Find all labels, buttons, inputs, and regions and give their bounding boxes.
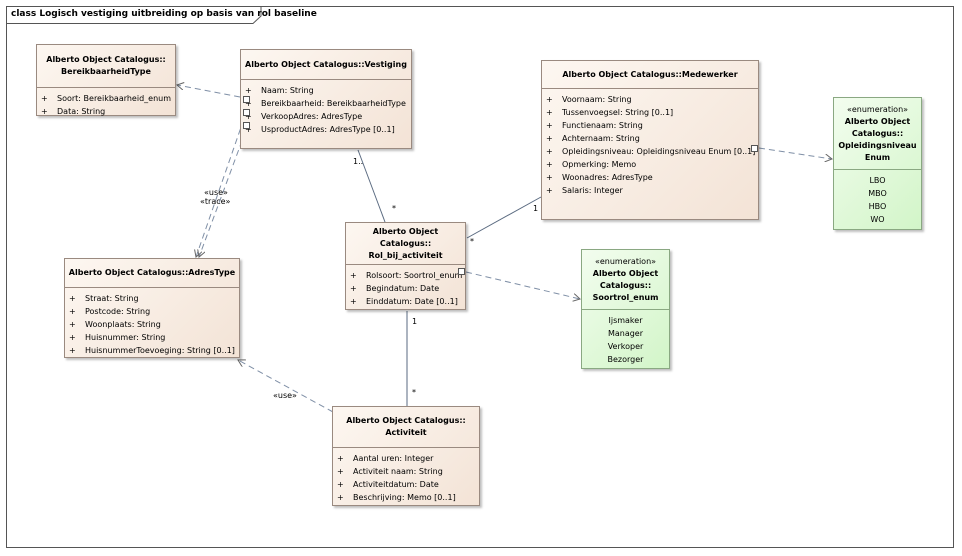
stereotype-label: «enumeration» — [846, 104, 909, 114]
attribute-row: +Postcode: String — [69, 307, 151, 316]
class-header: Alberto Object Catalogus::AdresType — [65, 259, 239, 288]
connector-port-icon — [458, 268, 465, 275]
connector-port-icon — [243, 109, 250, 116]
enum-opleidingsniveau[interactable]: «enumeration» Alberto Object Catalogus::… — [833, 97, 922, 230]
diagram-frame — [6, 6, 954, 548]
attribute-row: +Straat: String — [69, 294, 139, 303]
dependency-vestiging-bereikbaarheid[interactable] — [177, 85, 241, 98]
class-header: Alberto Object Catalogus::Vestiging — [241, 50, 411, 80]
enum-literal: WO — [870, 215, 885, 224]
multiplicity-label: * — [392, 204, 396, 213]
enum-literal: Ijsmaker — [608, 316, 643, 325]
attribute-row: +Opmerking: Memo — [546, 160, 637, 169]
attribute-row: +Achternaam: String — [546, 134, 640, 143]
enum-soortrol[interactable]: «enumeration» Alberto Object Catalogus::… — [581, 249, 670, 369]
trace-stereotype-label: «trace» — [200, 197, 231, 206]
attribute-row: +Salaris: Integer — [546, 186, 623, 195]
attribute-row: +Woonplaats: String — [69, 320, 161, 329]
enum-literal: HBO — [868, 202, 887, 211]
diagram-title: class Logisch vestiging uitbreiding op b… — [11, 9, 317, 19]
enum-literal: Manager — [607, 329, 644, 338]
dependency-rol-soortrol[interactable] — [465, 271, 580, 299]
attribute-row: +Voornaam: String — [546, 95, 632, 104]
class-header: Alberto Object Catalogus:: Rol_bij_activ… — [346, 223, 465, 265]
title-tab-shape — [6, 6, 262, 24]
attribute-row: +Opleidingsniveau: Opleidingsniveau Enum… — [546, 147, 756, 156]
attribute-row: +Activiteitdatum: Date — [337, 480, 439, 489]
class-bereikbaarheidtype[interactable]: Alberto Object Catalogus:: Bereikbaarhei… — [36, 44, 176, 116]
enum-literal: Bezorger — [607, 355, 644, 364]
stereotype-label: «enumeration» — [594, 256, 657, 266]
attribute-row: +Rolsoort: Soortrol_enum — [350, 271, 463, 280]
connector-port-icon — [751, 145, 758, 152]
class-adrestype[interactable]: Alberto Object Catalogus::AdresType +Str… — [64, 258, 240, 358]
attribute-row: +Huisnummer: String — [69, 333, 166, 342]
class-medewerker[interactable]: Alberto Object Catalogus::Medewerker +Vo… — [541, 60, 759, 220]
multiplicity-label: 1 — [412, 317, 418, 326]
enum-literal: MBO — [868, 189, 887, 198]
use-stereotype-label: «use» — [273, 391, 297, 400]
attribute-row: +Soort: Bereikbaarheid_enum — [41, 94, 172, 103]
attribute-row: +Naam: String — [245, 86, 314, 95]
use-stereotype-label: «use» — [204, 188, 228, 197]
attribute-row: +VerkoopAdres: AdresType — [245, 112, 363, 121]
attribute-row: +Activiteit naam: String — [337, 467, 443, 476]
attribute-row: +Functienaam: String — [546, 121, 643, 130]
attribute-row: +Einddatum: Date [0..1] — [350, 297, 458, 306]
class-header: Alberto Object Catalogus::Medewerker — [542, 61, 758, 89]
dependency-activiteit-adrestype[interactable] — [238, 360, 334, 413]
enum-title: Alberto Object Catalogus:: Soortrol_enum — [592, 268, 659, 302]
multiplicity-label: 1.. — [353, 157, 364, 166]
attribute-row: +HuisnummerToevoeging: String [0..1] — [69, 346, 235, 355]
class-header: Alberto Object Catalogus:: Activiteit — [333, 407, 479, 448]
connector-port-icon — [243, 96, 250, 103]
dependency-medewerker-opleidingsniveau[interactable] — [758, 147, 832, 159]
connector-port-icon — [243, 122, 250, 129]
multiplicity-label: 1 — [533, 204, 539, 213]
class-header: Alberto Object Catalogus:: Bereikbaarhei… — [37, 45, 175, 88]
class-header: «enumeration» Alberto Object Catalogus::… — [834, 98, 921, 170]
attribute-row: +Aantal uren: Integer — [337, 454, 434, 463]
class-activiteit[interactable]: Alberto Object Catalogus:: Activiteit +A… — [332, 406, 480, 506]
class-rol-bij-activiteit[interactable]: Alberto Object Catalogus:: Rol_bij_activ… — [345, 222, 466, 310]
association-vestiging-rol[interactable] — [357, 149, 386, 223]
attribute-row: +Data: String — [41, 107, 106, 116]
class-vestiging[interactable]: Alberto Object Catalogus::Vestiging +Naa… — [240, 49, 412, 149]
attribute-row: +Beschrijving: Memo [0..1] — [337, 493, 456, 502]
association-medewerker-rol[interactable] — [466, 196, 542, 239]
class-header: «enumeration» Alberto Object Catalogus::… — [582, 250, 669, 310]
multiplicity-label: * — [470, 237, 474, 246]
attribute-row: +UsproductAdres: AdresType [0..1] — [245, 125, 395, 134]
enum-title: Alberto Object Catalogus:: Opleidingsniv… — [838, 116, 917, 162]
enum-literal: LBO — [869, 176, 886, 185]
dependency-vestiging-adrestype-use[interactable] — [196, 109, 248, 257]
multiplicity-label: * — [412, 388, 416, 397]
attribute-row: +Tussenvoegsel: String [0..1] — [546, 108, 674, 117]
enum-literal: Verkoper — [607, 342, 644, 351]
attribute-row: +Bereikbaarheid: BereikbaarheidType — [245, 99, 406, 108]
attribute-row: +Begindatum: Date — [350, 284, 440, 293]
attribute-row: +Woonadres: AdresType — [546, 173, 653, 182]
